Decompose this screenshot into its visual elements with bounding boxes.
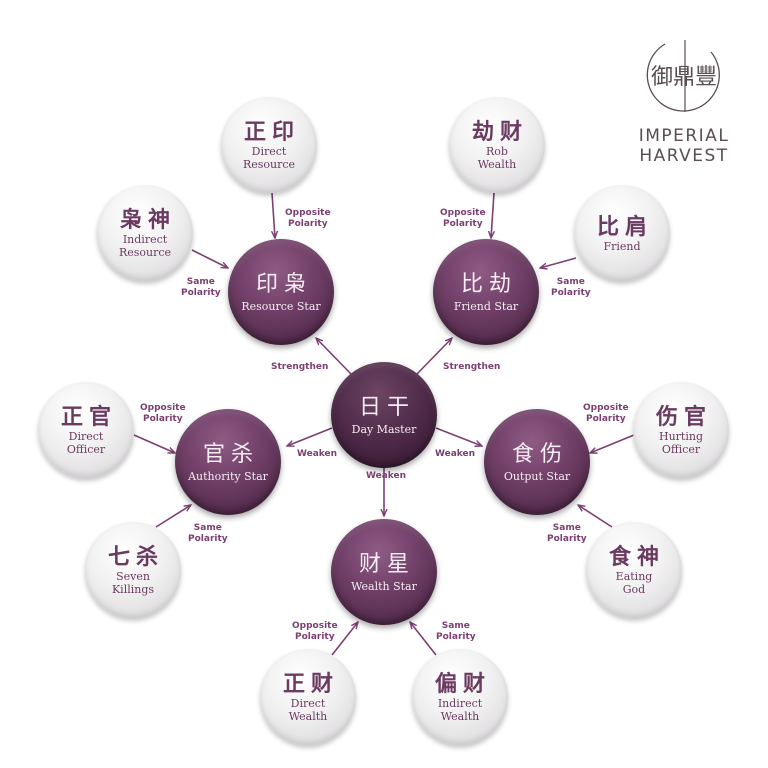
polarity-label-indirect-resource: Same Polarity [181,277,221,299]
friend-star-node[interactable]: 比劫 Friend Star [433,239,539,345]
polarity-text: Polarity [436,632,476,642]
direct-officer-en1: Direct [68,430,104,443]
logo-glyphs: 御鼎豐 [651,65,717,90]
indirect-wealth-en1: Indirect [437,697,483,710]
seven-killings-cn: 七杀 [107,544,164,570]
direct-wealth-en1: Direct [290,697,326,710]
friend-cn: 比肩 [596,213,653,240]
eating-god-cn: 食神 [608,544,665,570]
output-star-cn: 食伤 [511,441,568,467]
authority-star-node[interactable]: 官杀 Authority Star [175,409,281,515]
friend-star-en: Friend Star [453,299,519,313]
hurting-officer-en2: Officer [661,443,701,456]
imperial-harvest-logo: 御鼎豐 IMPERIAL HARVEST [632,36,736,166]
friend-node[interactable]: 比肩 Friend [574,185,670,281]
hurting-officer-cn: 伤官 [655,404,712,430]
weaken-label-right: Weaken [435,449,476,459]
same-text: Same [186,277,215,287]
direct-wealth-cn: 正财 [282,671,339,697]
day-master-en: Day Master [351,422,417,436]
indirect-wealth-cn: 偏财 [434,671,491,697]
indirect-resource-en2: Resource [118,246,172,259]
polarity-text: Polarity [547,534,587,544]
indirect-wealth-en2: Wealth [440,710,480,723]
weaken-label-bottom: Weaken [366,471,407,481]
logo-emblem-icon: 御鼎豐 [645,36,723,114]
opposite-text: Opposite [140,403,186,413]
eating-god-node[interactable]: 食神 Eating God [586,522,682,618]
direct-resource-cn: 正印 [243,119,300,145]
polarity-label-indirect-wealth: Same Polarity [436,621,476,643]
opposite-text: Opposite [292,621,338,631]
rob-wealth-en1: Rob [486,145,508,158]
opposite-text: Opposite [440,208,486,218]
same-text: Same [441,621,470,631]
indirect-wealth-node[interactable]: 偏财 Indirect Wealth [412,649,508,745]
polarity-text: Polarity [551,288,591,298]
resource-star-cn: 印枭 [255,271,312,297]
direct-resource-node[interactable]: 正印 Direct Resource [221,97,317,193]
output-star-en: Output Star [503,469,571,483]
friend-en1: Friend [603,239,641,253]
polarity-label-direct-wealth: Opposite Polarity [292,621,338,643]
brand-name-line1: IMPERIAL [638,126,730,146]
direct-officer-node[interactable]: 正官 Direct Officer [38,382,134,478]
strengthen-label-left: Strengthen [271,362,329,372]
brand-name: IMPERIAL HARVEST [632,126,736,166]
brand-name-line2: HARVEST [639,146,729,166]
authority-star-cn: 官杀 [202,441,259,467]
polarity-text: Polarity [442,219,483,229]
resource-star-en: Resource Star [241,299,321,313]
polarity-label-hurting-officer: Opposite Polarity [583,403,629,425]
seven-killings-en1: Seven [116,570,150,583]
wealth-star-en: Wealth Star [351,579,417,593]
strengthen-label-right: Strengthen [443,362,501,372]
indirect-resource-node[interactable]: 枭神 Indirect Resource [97,185,193,281]
weaken-label-left: Weaken [297,449,338,459]
polarity-label-seven-killings: Same Polarity [188,523,228,545]
polarity-text: Polarity [181,288,221,298]
same-text: Same [556,277,585,287]
seven-killings-node[interactable]: 七杀 Seven Killings [85,522,181,618]
polarity-text: Polarity [188,534,228,544]
polarity-text: Polarity [142,414,183,424]
day-master-cn: 日干 [358,394,415,420]
same-text: Same [193,523,222,533]
hurting-officer-node[interactable]: 伤官 Hurting Officer [633,382,729,478]
polarity-text: Polarity [585,414,626,424]
polarity-label-rob-wealth: Opposite Polarity [440,208,486,230]
authority-star-en: Authority Star [188,469,268,483]
polarity-label-direct-resource: Opposite Polarity [285,208,331,230]
opposite-text: Opposite [583,403,629,413]
day-master-node[interactable]: 日干 Day Master [331,362,437,468]
friend-star-cn: 比劫 [460,271,517,297]
eating-god-en1: Eating [615,570,653,583]
eating-god-en2: God [622,583,646,596]
direct-officer-cn: 正官 [60,404,117,430]
rob-wealth-node[interactable]: 劫财 Rob Wealth [449,97,545,193]
hurting-officer-en1: Hurting [659,430,703,443]
polarity-label-direct-officer: Opposite Polarity [140,403,186,425]
direct-officer-en2: Officer [66,443,106,456]
polarity-label-friend: Same Polarity [551,277,591,299]
direct-resource-en1: Direct [251,145,287,158]
direct-resource-en2: Resource [242,158,296,171]
indirect-resource-cn: 枭神 [119,207,176,233]
rob-wealth-en2: Wealth [477,158,517,171]
opposite-text: Opposite [285,208,331,218]
same-text: Same [552,523,581,533]
resource-star-node[interactable]: 印枭 Resource Star [228,239,334,345]
polarity-text: Polarity [287,219,328,229]
direct-wealth-en2: Wealth [288,710,328,723]
rob-wealth-cn: 劫财 [471,119,528,145]
output-star-node[interactable]: 食伤 Output Star [484,409,590,515]
indirect-resource-en1: Indirect [122,233,168,246]
polarity-text: Polarity [294,632,335,642]
polarity-label-eating-god: Same Polarity [547,523,587,545]
direct-wealth-node[interactable]: 正财 Direct Wealth [260,649,356,745]
wealth-star-node[interactable]: 财星 Wealth Star [331,519,437,625]
wealth-star-cn: 财星 [358,551,415,577]
seven-killings-en2: Killings [111,583,155,596]
